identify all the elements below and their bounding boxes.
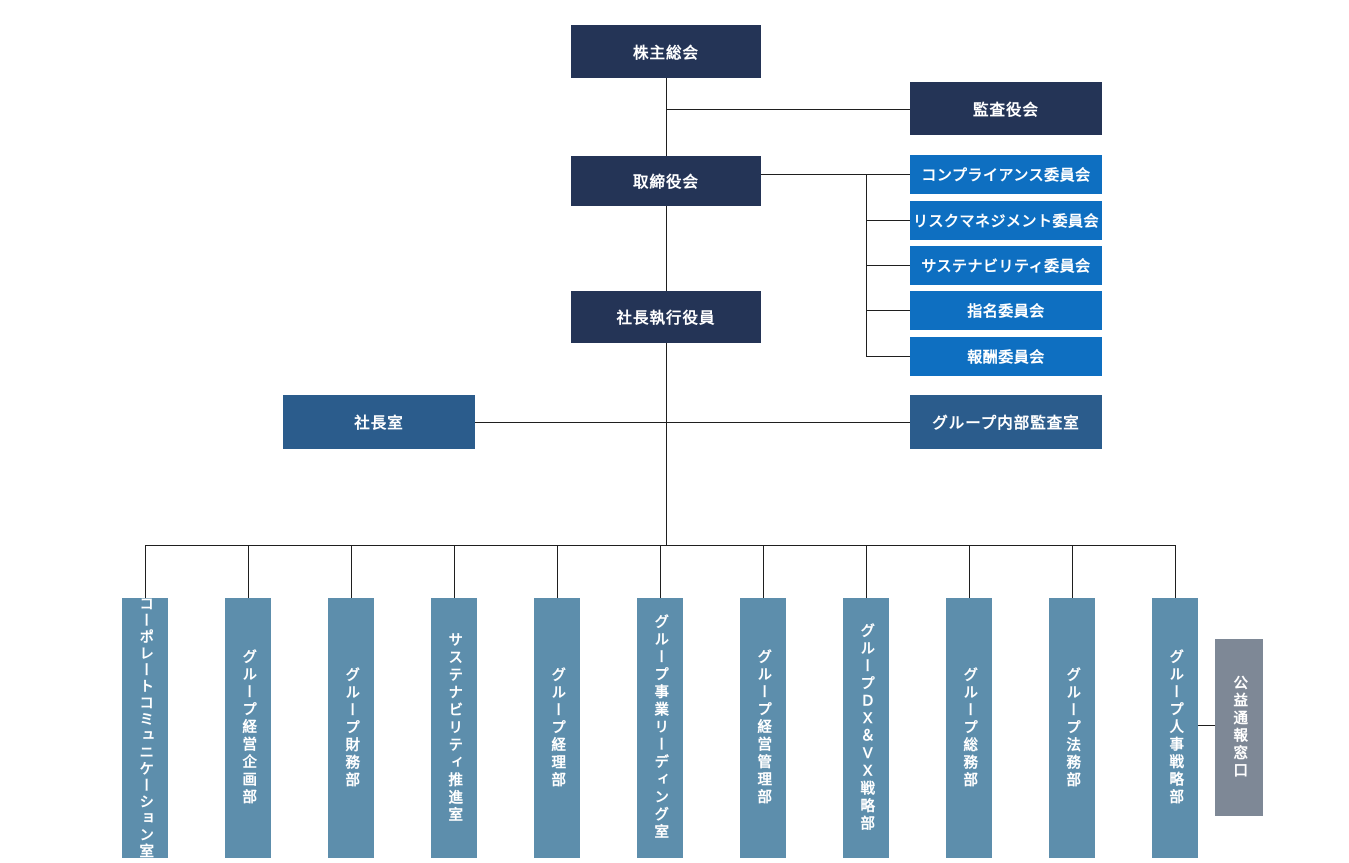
node-compliance-committee: コンプライアンス委員会: [910, 155, 1102, 194]
node-dept-general-affairs: グループ総務部: [946, 598, 992, 858]
node-shareholders-meeting: 株主総会: [571, 25, 761, 78]
node-dept-accounting: グループ経理部: [534, 598, 580, 858]
node-dept-hr-strategy: グループ人事戦略部: [1152, 598, 1198, 858]
connector-drop-6: [660, 545, 661, 598]
connector-whistleblowing: [1198, 725, 1215, 726]
node-label: グループ経営企画部: [240, 649, 257, 807]
node-risk-management-committee: リスクマネジメント委員会: [910, 201, 1102, 240]
node-board-of-directors: 取締役会: [571, 156, 761, 206]
node-group-internal-audit-office: グループ内部監査室: [910, 395, 1102, 449]
node-label: サステナビリティ委員会: [921, 258, 1091, 275]
node-label: 公益通報窓口: [1231, 675, 1248, 780]
node-label: グループＤＸ＆ＶＸ戦略部: [858, 623, 875, 833]
node-dept-sustainability-promotion: サステナビリティ推進室: [431, 598, 477, 858]
connector-audit-board: [667, 109, 910, 110]
node-sustainability-committee: サステナビリティ委員会: [910, 246, 1102, 285]
node-label: コーポレートコミュニケーション室: [137, 596, 154, 860]
node-label: 株主総会: [632, 44, 699, 62]
connector-drop-2: [248, 545, 249, 598]
node-dept-corporate-communication: コーポレートコミュニケーション室: [122, 596, 168, 860]
connector-drop-11: [1175, 545, 1176, 598]
node-presidents-office: 社長室: [283, 395, 475, 449]
node-dept-dx-vx-strategy: グループＤＸ＆ＶＸ戦略部: [843, 598, 889, 858]
node-audit-supervisory-board: 監査役会: [910, 82, 1102, 135]
node-dept-finance: グループ財務部: [328, 598, 374, 858]
node-label: リスクマネジメント委員会: [912, 213, 1099, 230]
connector-drop-7: [763, 545, 764, 598]
connector-drop-10: [1072, 545, 1073, 598]
connector-board-committees: [761, 174, 910, 175]
connector-drop-8: [866, 545, 867, 598]
node-label: コンプライアンス委員会: [921, 167, 1091, 184]
node-label: グループ総務部: [961, 666, 978, 790]
node-dept-legal: グループ法務部: [1049, 598, 1095, 858]
node-label: グループ人事戦略部: [1167, 649, 1184, 807]
node-label: 取締役会: [632, 174, 699, 191]
node-label: 監査役会: [972, 101, 1039, 119]
node-president-executive-officer: 社長執行役員: [571, 291, 761, 343]
node-label: サステナビリティ推進室: [446, 631, 463, 825]
node-label: 社長執行役員: [616, 310, 716, 327]
connector-committee-stub-3: [866, 265, 910, 266]
connector-drop-5: [557, 545, 558, 598]
node-label: グループ経営管理部: [755, 649, 772, 807]
connector-office-internalaudit: [475, 422, 910, 423]
node-dept-business-leading: グループ事業リーディング室: [637, 598, 683, 858]
node-label: 報酬委員会: [967, 349, 1045, 366]
node-dept-corporate-planning: グループ経営企画部: [225, 598, 271, 858]
connector-committee-stub-2: [866, 220, 910, 221]
connector-drop-4: [454, 545, 455, 598]
node-dept-management-control: グループ経営管理部: [740, 598, 786, 858]
node-remuneration-committee: 報酬委員会: [910, 337, 1102, 376]
connector-drop-9: [969, 545, 970, 598]
node-whistleblowing-contact: 公益通報窓口: [1215, 639, 1263, 816]
node-label: 社長室: [354, 415, 404, 432]
connector-committee-stub-5: [866, 356, 910, 357]
node-label: グループ経理部: [549, 666, 566, 790]
node-label: グループ事業リーディング室: [652, 614, 669, 842]
connector-president-trunk: [666, 343, 667, 545]
node-label: グループ法務部: [1064, 666, 1081, 790]
node-label: 指名委員会: [967, 303, 1045, 320]
connector-drop-1: [145, 545, 146, 598]
node-label: グループ財務部: [343, 666, 360, 790]
node-nomination-committee: 指名委員会: [910, 291, 1102, 330]
node-label: グループ内部監査室: [932, 415, 1080, 432]
connector-shareholders-board: [666, 78, 667, 156]
connector-committee-stub-4: [866, 310, 910, 311]
connector-drop-3: [351, 545, 352, 598]
connector-board-president: [666, 206, 667, 291]
